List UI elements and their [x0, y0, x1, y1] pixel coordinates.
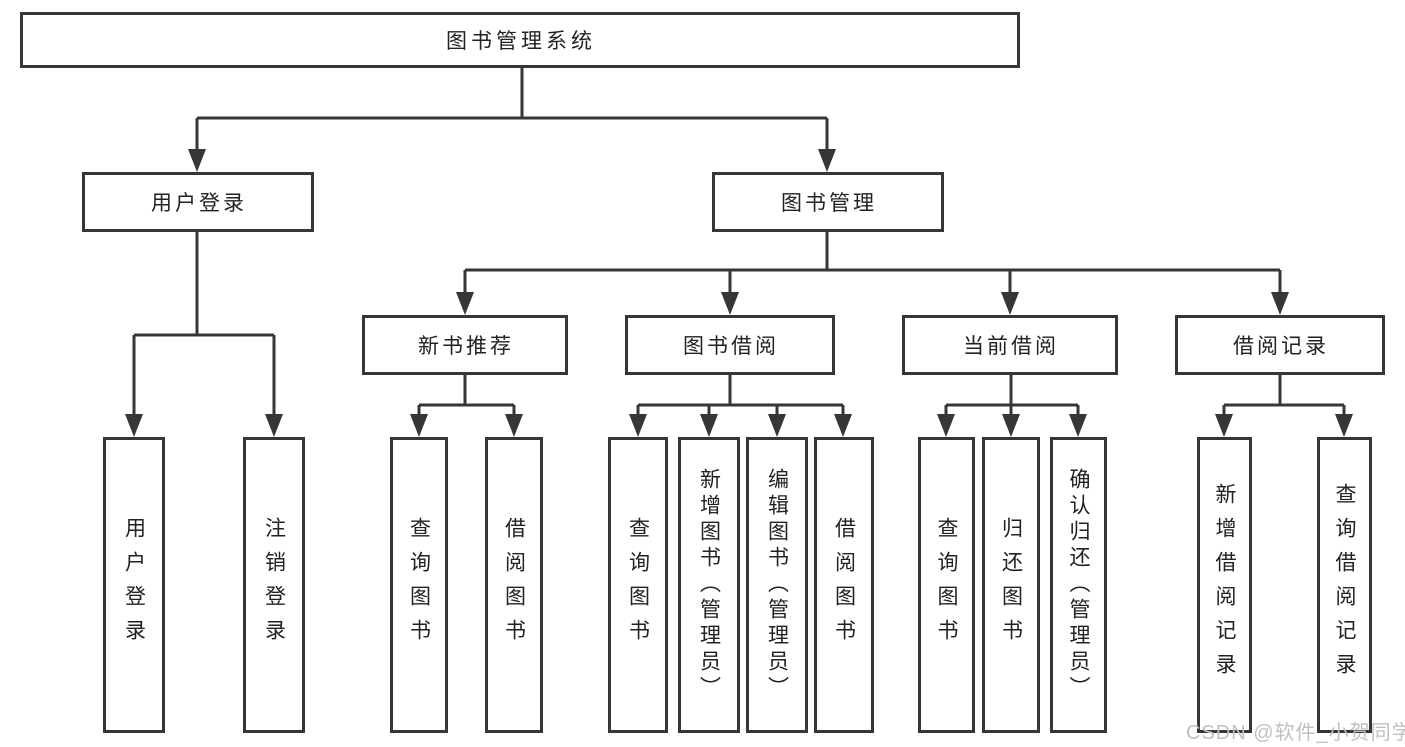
- leaf-cb-query-books-label: 查询图书: [935, 517, 958, 653]
- arrow-down-icon: [834, 414, 852, 437]
- node-current-borrow: 当前借阅: [902, 315, 1118, 375]
- leaf-logout-label: 注销登录: [262, 517, 286, 653]
- leaf-bb-add-books-admin: 新增图书（管理员）: [678, 437, 740, 733]
- leaf-rec-borrow-books: 借阅图书: [485, 437, 543, 733]
- leaf-bb-query-books: 查询图书: [608, 437, 668, 733]
- node-user-login-group: 用户登录: [82, 172, 314, 232]
- node-book-management: 图书管理: [712, 172, 944, 232]
- arrow-down-icon: [1001, 292, 1019, 315]
- leaf-rec-query-books-label: 查询图书: [407, 517, 431, 653]
- tree-edges: [132, 68, 1346, 420]
- leaf-br-query-record-label: 查询借阅记录: [1333, 483, 1356, 687]
- arrow-down-icon: [1002, 414, 1020, 437]
- arrow-down-icon: [125, 414, 143, 437]
- node-user-login-group-label: 用户登录: [151, 192, 247, 215]
- arrow-down-icon: [188, 149, 206, 172]
- node-book-borrow-label: 图书借阅: [683, 335, 779, 358]
- node-new-book-recommend-label: 新书推荐: [418, 335, 514, 358]
- node-new-book-recommend: 新书推荐: [362, 315, 568, 375]
- arrow-down-icon: [818, 149, 836, 172]
- arrow-down-icon: [721, 292, 739, 315]
- node-root: 图书管理系统: [20, 12, 1020, 68]
- leaf-bb-borrow-books: 借阅图书: [814, 437, 874, 733]
- leaf-bb-add-books-admin-label: 新增图书（管理员）: [697, 468, 721, 702]
- leaf-user-login: 用户登录: [103, 437, 165, 733]
- arrow-down-icon: [937, 414, 955, 437]
- leaf-bb-query-books-label: 查询图书: [626, 517, 650, 653]
- arrow-down-icon: [700, 414, 718, 437]
- leaf-user-login-label: 用户登录: [122, 517, 146, 653]
- node-root-label: 图书管理系统: [446, 30, 596, 53]
- node-book-borrow: 图书借阅: [625, 315, 835, 375]
- leaf-bb-borrow-books-label: 借阅图书: [832, 517, 856, 653]
- arrow-down-icon: [265, 414, 283, 437]
- arrow-down-icon: [629, 414, 647, 437]
- arrow-down-icons: [125, 149, 1353, 437]
- arrow-down-icon: [1069, 414, 1087, 437]
- node-current-borrow-label: 当前借阅: [963, 335, 1059, 358]
- arrow-down-icon: [410, 414, 428, 437]
- node-borrow-records: 借阅记录: [1175, 315, 1385, 375]
- leaf-br-add-record-label: 新增借阅记录: [1213, 483, 1236, 687]
- leaf-bb-edit-books-admin: 编辑图书（管理员）: [746, 437, 808, 733]
- leaf-rec-borrow-books-label: 借阅图书: [502, 517, 526, 653]
- arrow-down-icon: [768, 414, 786, 437]
- arrow-down-icon: [505, 414, 523, 437]
- leaf-rec-query-books: 查询图书: [390, 437, 448, 733]
- leaf-cb-query-books: 查询图书: [918, 437, 975, 733]
- leaf-cb-return-books-label: 归还图书: [999, 517, 1023, 653]
- leaf-logout: 注销登录: [243, 437, 305, 733]
- arrow-down-icon: [1271, 292, 1289, 315]
- leaf-cb-confirm-return-admin: 确认归还（管理员）: [1050, 437, 1107, 733]
- leaf-br-add-record: 新增借阅记录: [1197, 437, 1252, 733]
- leaf-br-query-record: 查询借阅记录: [1317, 437, 1372, 733]
- arrow-down-icon: [456, 292, 474, 315]
- leaf-cb-confirm-return-admin-label: 确认归还（管理员）: [1067, 468, 1090, 702]
- leaf-bb-edit-books-admin-label: 编辑图书（管理员）: [765, 468, 789, 702]
- arrow-down-icon: [1215, 414, 1233, 437]
- node-borrow-records-label: 借阅记录: [1233, 335, 1329, 358]
- arrow-down-icon: [1335, 414, 1353, 437]
- watermark: CSDN @软件_小贺同学: [1186, 722, 1405, 744]
- node-book-management-label: 图书管理: [781, 192, 877, 215]
- leaf-cb-return-books: 归还图书: [982, 437, 1040, 733]
